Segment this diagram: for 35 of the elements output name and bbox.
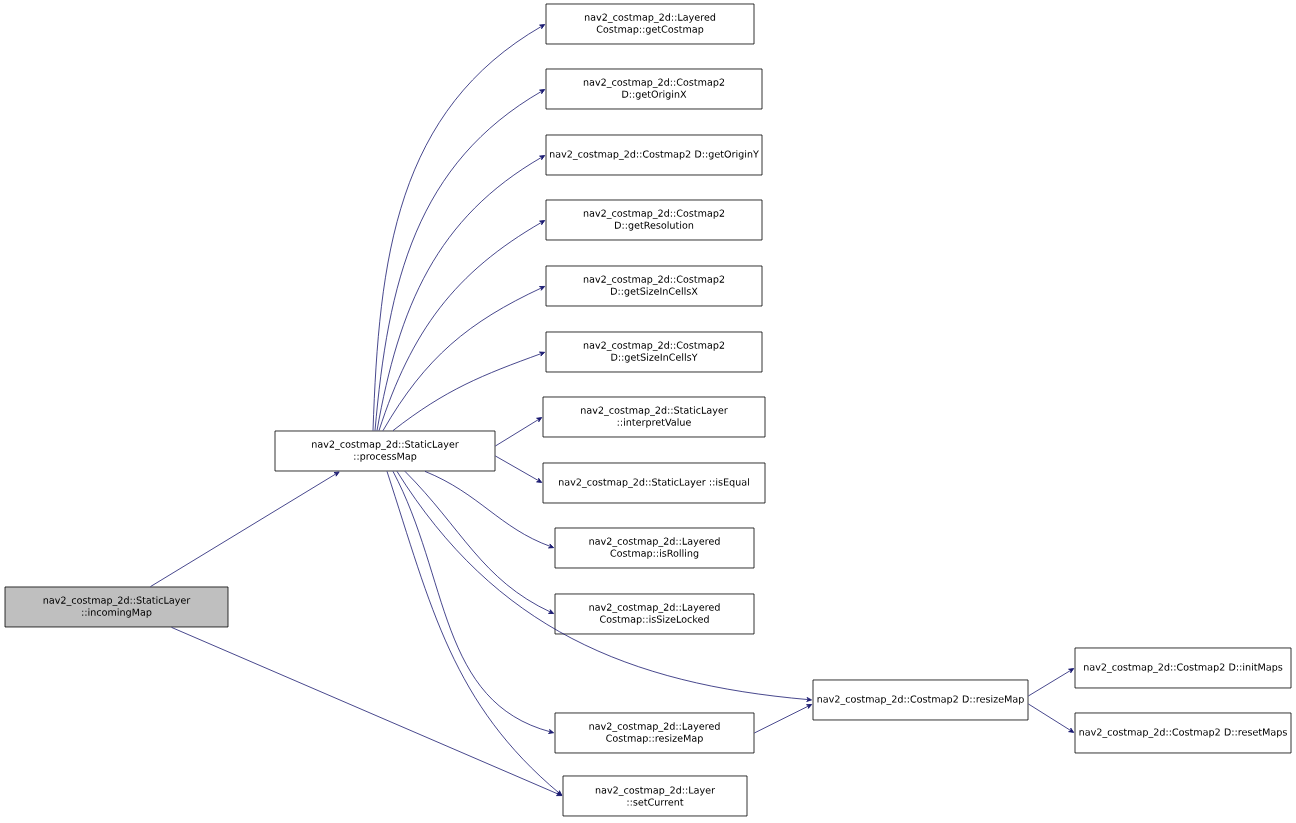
arrow bbox=[754, 704, 813, 734]
arrow bbox=[1028, 668, 1075, 697]
arrow bbox=[404, 471, 555, 614]
function-box: nav2_costmap_2d::Layered Costmap::resizeMap bbox=[554, 712, 755, 754]
function-box: nav2_costmap_2d::Layered Costmap::getCostmap bbox=[545, 3, 755, 45]
arrow bbox=[495, 455, 543, 483]
arrow bbox=[392, 471, 554, 734]
arrow bbox=[378, 220, 546, 431]
arrow bbox=[386, 471, 563, 796]
function-box: nav2_costmap_2d::StaticLayer ::isEqual bbox=[542, 462, 766, 504]
function-box: nav2_costmap_2d::Costmap2 D::resizeMap bbox=[812, 679, 1029, 721]
function-box: nav2_costmap_2d::Costmap2 D::getOriginX bbox=[545, 68, 763, 110]
function-box: nav2_costmap_2d::Layer ::setCurrent bbox=[562, 775, 748, 817]
function-box: nav2_costmap_2d::StaticLayer ::interpretValue bbox=[542, 396, 766, 438]
arrow bbox=[495, 417, 543, 447]
function-box: nav2_costmap_2d::StaticLayer ::processMap bbox=[274, 430, 496, 472]
arrow bbox=[372, 24, 546, 431]
arrow bbox=[382, 286, 546, 431]
arrow bbox=[1028, 703, 1075, 733]
function-box: nav2_costmap_2d::Layered Costmap::isRolling bbox=[554, 527, 755, 569]
arrow bbox=[374, 89, 546, 431]
function-box: nav2_costmap_2d::Costmap2 D::getSizeInCellsX bbox=[545, 265, 763, 307]
arrow bbox=[150, 471, 340, 587]
function-box: nav2_costmap_2d::Costmap2 D::getSizeInCellsY bbox=[545, 331, 763, 373]
function-box: nav2_costmap_2d::StaticLayer ::incomingMap bbox=[4, 586, 229, 628]
arrow bbox=[376, 155, 546, 431]
function-box: nav2_costmap_2d::Costmap2 D::getResolution bbox=[545, 199, 763, 241]
arrow bbox=[396, 471, 812, 702]
arrow bbox=[392, 351, 546, 431]
function-box: nav2_costmap_2d::Layered Costmap::isSizeLocked bbox=[554, 593, 755, 635]
arrow bbox=[424, 471, 555, 549]
function-box: nav2_costmap_2d::Costmap2 D::getOriginY bbox=[545, 134, 763, 176]
arrow bbox=[171, 627, 563, 796]
function-box: nav2_costmap_2d::Costmap2 D::resetMaps bbox=[1074, 712, 1292, 754]
function-box: nav2_costmap_2d::Costmap2 D::initMaps bbox=[1074, 647, 1292, 689]
